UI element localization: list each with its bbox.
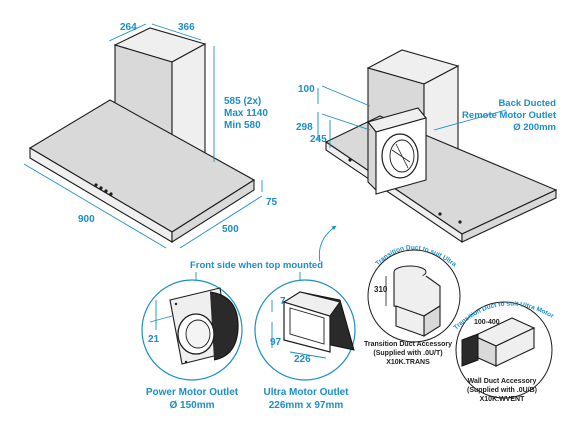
transition-duct-detail [367, 249, 461, 343]
hood-dimension-lines [23, 23, 263, 249]
dim-100: 100 [298, 84, 315, 95]
dim-canopy-height: 75 [266, 197, 278, 208]
power-label-2: Ø 150mm [169, 400, 214, 411]
transition-label-3: X10K.TRANS [386, 359, 430, 366]
dim-height-2: Max 1140 [224, 108, 268, 119]
dim-height-3: Min 580 [224, 120, 261, 131]
power-label-1: Power Motor Outlet [146, 387, 239, 398]
dim-ultra-226: 226 [294, 354, 311, 365]
dim-ultra-7: 7 [280, 296, 286, 307]
dim-power-21: 21 [148, 334, 160, 345]
ultra-label-2: 226mm x 97mm [269, 400, 344, 411]
ultra-label-1: Ultra Motor Outlet [264, 387, 350, 398]
main-hood-drawing [28, 27, 256, 244]
dim-top-depth: 264 [120, 22, 137, 33]
rear-hood-drawing [324, 49, 558, 244]
dim-ultra-97: 97 [270, 337, 282, 348]
front-side-note: Front side when top mounted [190, 260, 323, 271]
dim-298: 298 [296, 122, 313, 133]
transition-label-2: (Supplied with .0U/T) [373, 350, 442, 357]
transition-label-1: Transition Duct Accessory [364, 341, 452, 348]
wall-label-3: X10K.WVENT [480, 396, 525, 403]
wall-label-2: (Supplied with .0U/B) [467, 387, 537, 394]
dim-transition-310: 310 [374, 285, 388, 294]
power-motor-detail [141, 279, 243, 381]
dim-wall-range: 100-400 [474, 319, 500, 326]
remote-label-3: Ø 200mm [513, 122, 556, 133]
curved-arrow [318, 225, 337, 263]
rear-dimension-lines [317, 85, 507, 148]
ultra-motor-detail [254, 279, 356, 381]
remote-label-2: Remote Motor Outlet [462, 110, 557, 121]
control-buttons [94, 183, 113, 196]
wall-label-1: Wall Duct Accessory [468, 378, 537, 385]
wall-duct-detail [455, 301, 553, 399]
dim-depth: 500 [222, 224, 239, 235]
dim-height-1: 585 (2x) [224, 96, 261, 107]
remote-label-1: Back Ducted [498, 98, 556, 109]
dim-245: 245 [310, 134, 327, 145]
dim-width: 900 [78, 214, 95, 225]
dim-top-width: 366 [178, 22, 195, 33]
